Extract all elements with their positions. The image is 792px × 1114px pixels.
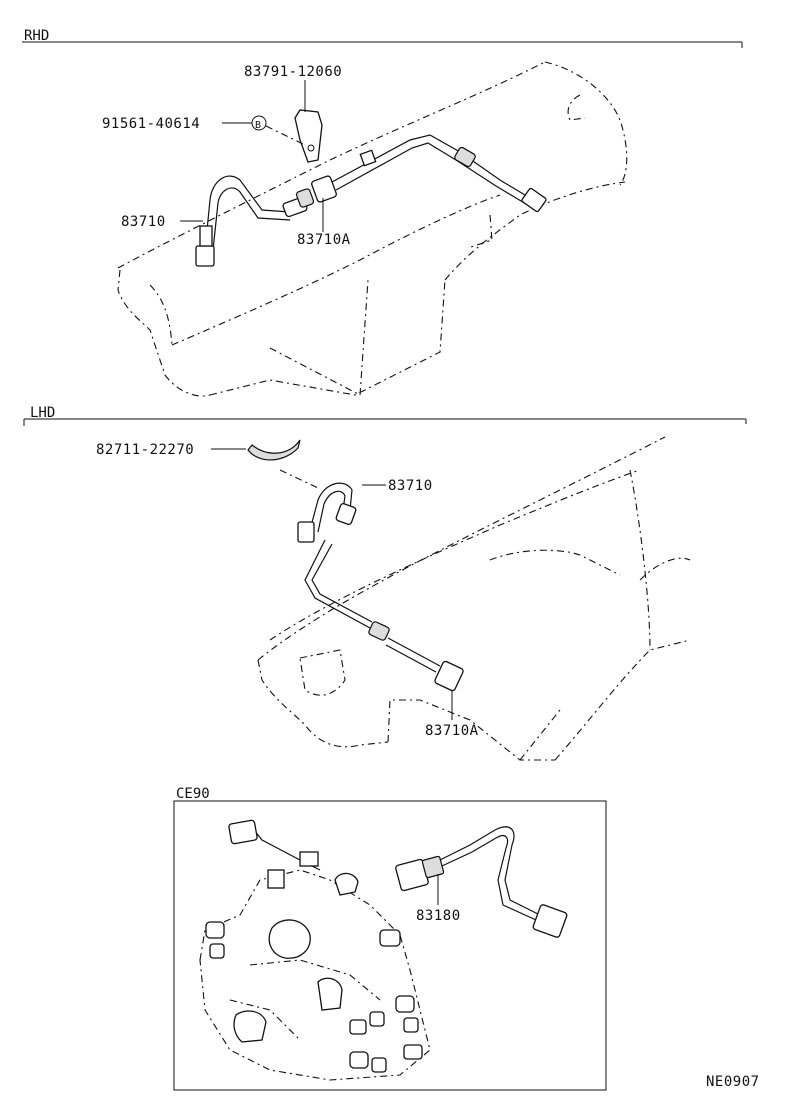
ce90-section-title: CE90	[176, 786, 210, 802]
speed-sensor-83180	[395, 826, 568, 938]
lhd-cable-83710	[297, 482, 373, 629]
rhd-section-title: RHD	[24, 28, 49, 44]
rhd-dashboard-outline	[117, 61, 628, 397]
clamp-82711	[247, 439, 301, 461]
rhd-section: RHD	[22, 28, 743, 397]
bracket-83791	[294, 109, 323, 163]
meter-connector	[195, 245, 215, 267]
lhd-dashboard-outline	[257, 436, 691, 761]
diagram-code: NE0907	[706, 1074, 760, 1090]
label-83710a-rhd: 83710A	[297, 232, 351, 248]
rhd-cable-83710a	[311, 134, 547, 213]
label-83710-lhd: 83710	[388, 478, 433, 494]
ce90-section: CE90	[173, 786, 607, 1091]
lhd-section-title: LHD	[30, 405, 55, 421]
label-82711-22270: 82711-22270	[96, 442, 194, 458]
label-91561-40614: 91561-40614	[102, 116, 200, 132]
label-83710a-lhd: 83710A	[425, 723, 479, 739]
lhd-cable-83710a	[368, 621, 464, 692]
label-83791-12060: 83791-12060	[244, 64, 342, 80]
injection-pump-outline	[199, 819, 431, 1081]
lhd-section: LHD	[23, 405, 747, 761]
label-83180: 83180	[416, 908, 461, 924]
bolt-marker: B	[255, 120, 262, 131]
ce90-box	[173, 800, 607, 1091]
lhd-transmission-connector	[434, 660, 464, 692]
label-83710-rhd: 83710	[121, 214, 166, 230]
rhd-cable-83710	[195, 175, 315, 267]
sensor-connector	[532, 904, 568, 938]
transmission-connector	[521, 187, 547, 213]
